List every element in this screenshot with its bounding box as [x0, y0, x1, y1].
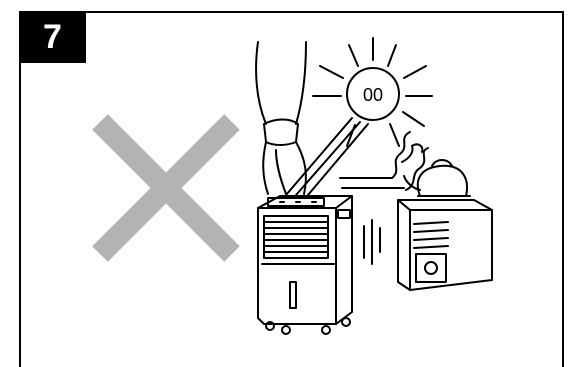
cabinet-icon	[398, 200, 492, 290]
curtain-icon	[256, 42, 306, 194]
cross-icon	[100, 122, 232, 254]
dehumidifier-icon	[258, 196, 352, 334]
sun-icon: 00	[286, 38, 432, 195]
svg-text:00: 00	[363, 85, 383, 105]
vibration-lines-icon	[364, 220, 380, 264]
